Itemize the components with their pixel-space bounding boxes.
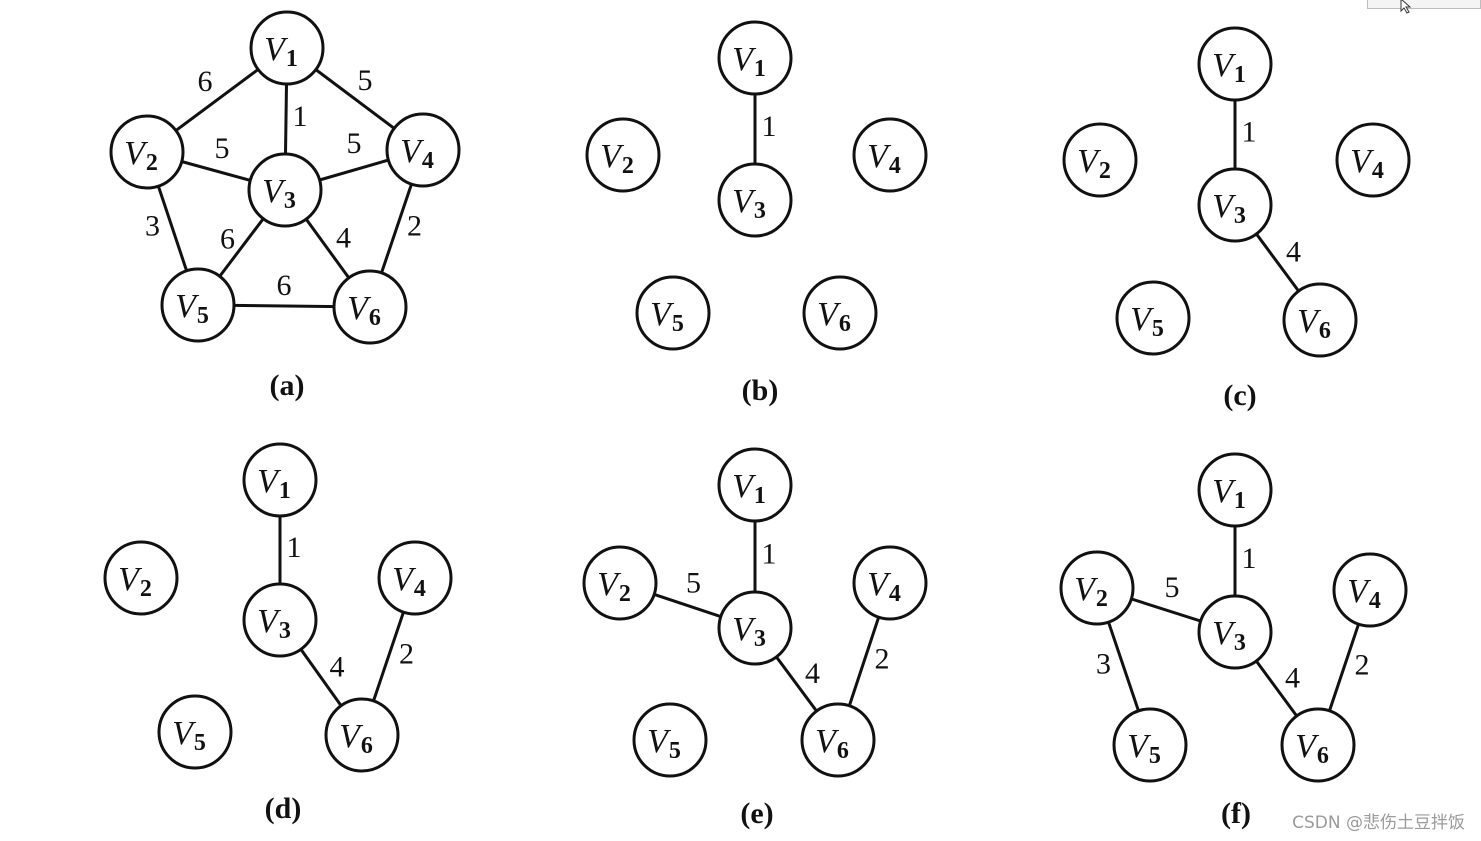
- node-v6: [332, 269, 408, 345]
- node-label: V4: [392, 561, 426, 602]
- node-v1: [717, 20, 793, 96]
- edge-weight-label: 3: [1096, 647, 1111, 680]
- panel-caption: (a): [270, 369, 305, 402]
- node-v4: [852, 117, 928, 193]
- edge-weight-label: 1: [1242, 542, 1257, 575]
- edge-weight-label: 5: [215, 132, 230, 165]
- node-v1: [1197, 452, 1273, 528]
- edge-weight-label: 2: [399, 637, 414, 670]
- node-v1: [242, 442, 318, 518]
- node-v5: [160, 267, 236, 343]
- node-v6: [1280, 707, 1356, 783]
- node-label: V5: [1127, 728, 1161, 769]
- edge-weight-label: 5: [358, 64, 373, 97]
- node-label: V2: [124, 135, 158, 176]
- node-v3: [1197, 167, 1273, 243]
- edge-weight-label: 4: [1285, 661, 1300, 694]
- node-v2: [1059, 550, 1135, 626]
- watermark: CSDN @悲伤土豆拌饭: [1292, 813, 1465, 833]
- node-v5: [632, 702, 708, 778]
- node-v5: [635, 275, 711, 351]
- node-v4: [385, 112, 461, 188]
- node-v5: [1112, 707, 1188, 783]
- edge-weight-label: 1: [762, 110, 777, 143]
- node-label: V4: [1350, 143, 1384, 184]
- edge-weight-label: 6: [220, 222, 235, 255]
- panel-caption: (c): [1223, 379, 1256, 412]
- node-v3: [247, 152, 323, 228]
- node-v3: [1197, 594, 1273, 670]
- edge-weight-label: 4: [330, 650, 345, 683]
- node-v6: [324, 697, 400, 773]
- panel-caption: (d): [265, 792, 302, 825]
- node-label: V5: [175, 288, 209, 329]
- edge-weight-label: 4: [805, 657, 820, 690]
- edge-weight-label: 6: [198, 65, 213, 98]
- node-label: V3: [732, 183, 766, 224]
- node-v5: [157, 694, 233, 770]
- node-label: V1: [1212, 473, 1246, 514]
- edge-weight-label: 1: [287, 531, 302, 564]
- node-v2: [1062, 122, 1138, 198]
- node-v3: [717, 590, 793, 666]
- edge-weight-label: 2: [1355, 648, 1370, 681]
- edge-weight-label: 2: [875, 642, 890, 675]
- node-v3: [242, 582, 318, 658]
- node-v6: [800, 702, 876, 778]
- edge-weight-label: 5: [1165, 571, 1180, 604]
- edge-weight-label: 4: [336, 221, 351, 254]
- node-v2: [103, 540, 179, 616]
- edge-weight-label: 1: [293, 100, 308, 133]
- node-v4: [1335, 122, 1411, 198]
- node-v4: [1332, 552, 1408, 628]
- node-v2: [109, 114, 185, 190]
- node-v6: [1282, 282, 1358, 358]
- node-label: V6: [339, 718, 373, 759]
- node-v4: [377, 540, 453, 616]
- edge-weight-label: 5: [686, 566, 701, 599]
- node-v1: [1197, 26, 1273, 102]
- node-v1: [717, 447, 793, 523]
- node-label: V2: [1077, 143, 1111, 184]
- node-v2: [582, 545, 658, 621]
- mouse-pointer-icon: [1400, 0, 1412, 14]
- edge-weight-label: 6: [277, 269, 292, 302]
- node-v4: [852, 545, 928, 621]
- edge-weight-label: 1: [1242, 115, 1257, 148]
- node-v1: [249, 10, 325, 86]
- node-v5: [1115, 280, 1191, 356]
- node-label: V5: [172, 715, 206, 756]
- edge-weight-label: 2: [407, 209, 422, 242]
- panel-caption: (b): [742, 374, 779, 407]
- node-v3: [717, 162, 793, 238]
- edge-weight-label: 3: [145, 209, 160, 242]
- panel-caption: (f): [1221, 797, 1251, 830]
- node-v2: [585, 117, 661, 193]
- edge-weight-label: 5: [347, 127, 362, 160]
- node-v6: [802, 275, 878, 351]
- edge-weight-label: 1: [762, 537, 777, 570]
- panel-caption: (e): [740, 797, 773, 830]
- edge-weight-label: 4: [1286, 235, 1301, 268]
